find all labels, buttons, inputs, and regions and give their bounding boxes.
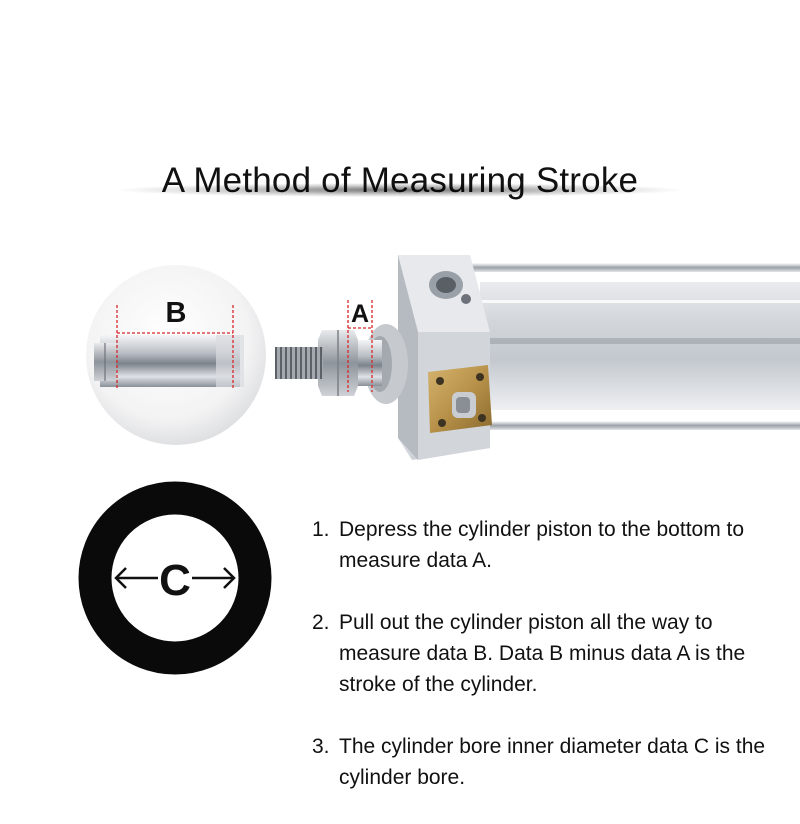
step-text: Depress the cylinder piston to the botto… xyxy=(339,518,745,572)
step-number: 3. xyxy=(312,735,330,758)
instruction-step: 3. The cylinder bore inner diameter data… xyxy=(312,731,792,793)
title-underline-shadow xyxy=(120,183,680,197)
tie-rods xyxy=(470,263,800,430)
cylinder-illustration: A B C xyxy=(78,255,800,675)
label-a: A xyxy=(351,300,369,328)
threaded-rod-end xyxy=(275,347,323,379)
piston-rod-retracted xyxy=(275,330,382,396)
cylinder-head-block xyxy=(364,255,490,460)
instruction-list: 1. Depress the cylinder piston to the bo… xyxy=(312,514,792,824)
instruction-step: 2. Pull out the cylinder piston all the … xyxy=(312,607,792,700)
step-number: 1. xyxy=(312,518,330,541)
label-c: C xyxy=(159,556,191,605)
step-number: 2. xyxy=(312,611,330,634)
zoom-bubble-b: B xyxy=(86,265,266,445)
cylinder-tube xyxy=(480,282,800,410)
dimension-a: A xyxy=(347,300,373,392)
label-b: B xyxy=(166,297,187,329)
step-text: Pull out the cylinder piston all the way… xyxy=(339,611,746,696)
brass-plate xyxy=(428,365,492,433)
bore-ring-c: C xyxy=(78,481,272,675)
step-text: The cylinder bore inner diameter data C … xyxy=(339,735,766,789)
instruction-step: 1. Depress the cylinder piston to the bo… xyxy=(312,514,792,576)
